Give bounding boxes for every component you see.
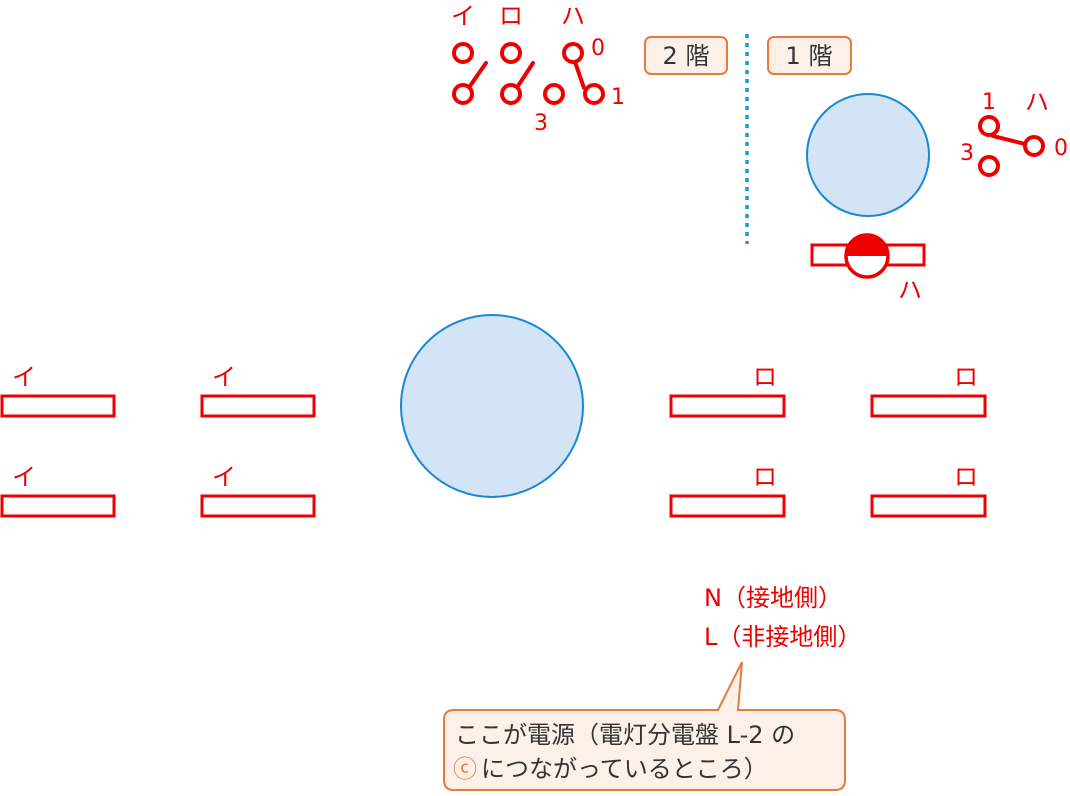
- fixture-i-3: イ: [0, 463, 116, 518]
- fixture-ro-3-label: ロ: [753, 463, 777, 491]
- switch-ha-terminal-1: 1: [611, 85, 625, 110]
- switch-ha-terminal-3: 3: [534, 111, 548, 136]
- source-neutral-label: N（接地側）: [704, 584, 842, 612]
- fixture-ro-2: ロ: [870, 363, 987, 418]
- floor-badge-2f: 2 階: [644, 36, 728, 75]
- fixture-ro-1-label: ロ: [753, 363, 777, 391]
- fixture-ro-4-label: ロ: [954, 463, 978, 491]
- switch-ha-terminal-0: 0: [591, 36, 605, 61]
- floor-badge-2f-label: 2 階: [663, 42, 710, 70]
- outlet-1f-label: ハ: [898, 276, 922, 304]
- callout-line1: ここが電源（電灯分電盤 L-2 の: [455, 721, 795, 749]
- fixture-i-3-label: イ: [12, 463, 36, 491]
- switch-i: [452, 42, 488, 105]
- switch-ro: [500, 42, 535, 105]
- source-live-label: L（非接地側）: [704, 623, 861, 651]
- switch-label-i: イ: [451, 2, 475, 30]
- fixture-i-1-label: イ: [12, 363, 36, 391]
- callout-c-mark: ⓒ: [453, 755, 477, 783]
- fixture-ro-1: ロ: [669, 363, 786, 418]
- power-source-callout: ここが電源（電灯分電盤 L-2 の ⓒ につながっているところ）: [443, 661, 846, 791]
- switch-ha-3way: [543, 42, 605, 105]
- switch-label-ha: ハ: [561, 2, 585, 30]
- switch-group-2f: イ ロ ハ 0 1 3: [451, 2, 625, 136]
- switch-3way-1f-terminal-3: 3: [960, 141, 974, 166]
- floor-badge-1f-label: 1 階: [786, 42, 833, 70]
- fixture-i-2-label: イ: [212, 363, 236, 391]
- callout-line2: につながっているところ）: [481, 755, 768, 783]
- fixture-i-2: イ: [200, 363, 316, 418]
- switch-label-ro: ロ: [499, 2, 523, 30]
- fixture-i-1: イ: [0, 363, 116, 418]
- switch-3way-1f-terminal-0: 0: [1054, 136, 1068, 161]
- outlet-1f: ハ: [810, 233, 926, 304]
- fixture-i-4-label: イ: [212, 463, 236, 491]
- ceiling-light-1f: [806, 93, 930, 217]
- ceiling-light-2f: [400, 314, 584, 498]
- fixture-i-4: イ: [200, 463, 316, 518]
- fixture-ro-3: ロ: [669, 463, 786, 518]
- switch-3way-1f: ハ 1 0 3: [960, 88, 1068, 177]
- switch-3way-1f-label: ハ: [1025, 88, 1049, 116]
- switch-3way-1f-terminal-1: 1: [982, 90, 996, 115]
- floor-badge-1f: 1 階: [767, 36, 852, 75]
- fixture-ro-2-label: ロ: [954, 363, 978, 391]
- fixture-ro-4: ロ: [870, 463, 987, 518]
